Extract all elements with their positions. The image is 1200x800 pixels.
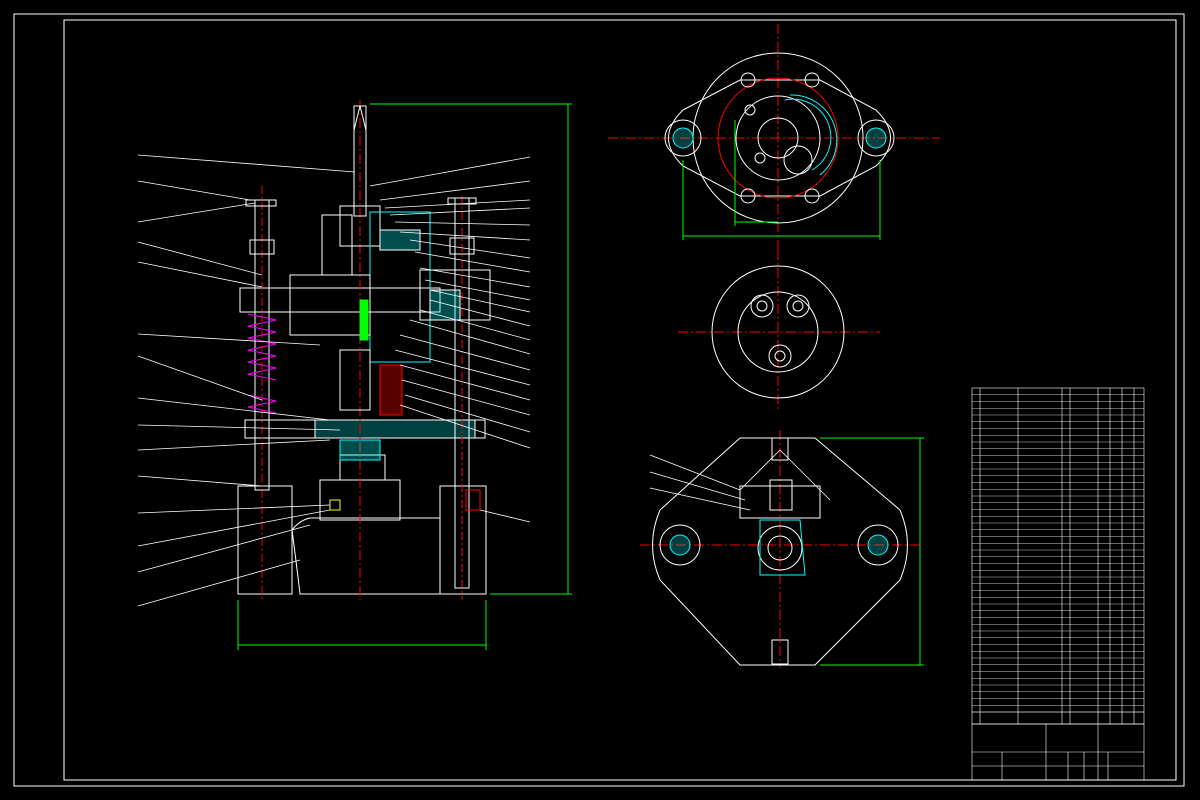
front-section-view bbox=[237, 100, 491, 600]
upper-plate bbox=[239, 287, 441, 313]
flange-outline bbox=[668, 79, 891, 197]
spring-left bbox=[247, 313, 277, 381]
inner-frame bbox=[63, 19, 1177, 781]
leader-lines-right bbox=[369, 156, 531, 523]
base-body bbox=[291, 517, 441, 595]
base-right bbox=[439, 485, 487, 595]
middle-view bbox=[678, 250, 880, 412]
title-block bbox=[971, 711, 1145, 781]
diamond-plate bbox=[652, 437, 908, 666]
front-dimensions bbox=[237, 103, 572, 650]
base-block bbox=[237, 485, 293, 595]
leader-lines-left bbox=[137, 154, 356, 607]
bottom-view bbox=[640, 430, 924, 668]
tech-notes bbox=[1002, 278, 1082, 342]
parts-list-rows bbox=[972, 394, 1144, 713]
top-view bbox=[608, 24, 940, 250]
parts-list-table bbox=[971, 387, 1145, 725]
outer-frame bbox=[13, 13, 1185, 787]
